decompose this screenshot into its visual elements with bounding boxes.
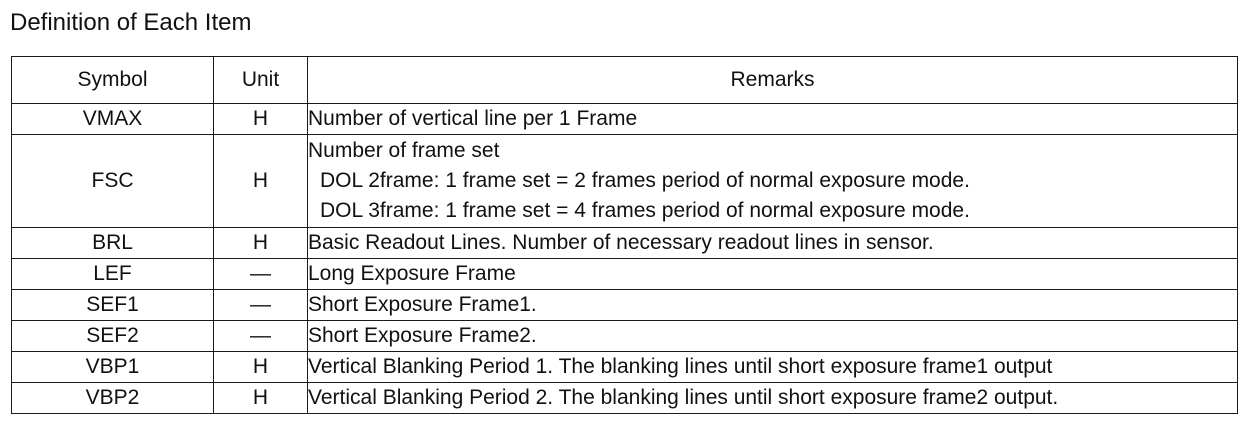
header-unit: Unit [213, 56, 308, 104]
cell-remarks: Short Exposure Frame1. [307, 289, 1238, 321]
remarks-line: DOL 2frame: 1 frame set = 2 frames perio… [320, 169, 970, 192]
cell-unit: — [213, 289, 308, 321]
table-row: LEF — Long Exposure Frame [11, 258, 1238, 290]
cell-symbol: SEF1 [11, 289, 214, 321]
table-header-row: Symbol Unit Remarks [11, 56, 1238, 104]
cell-symbol: LEF [11, 258, 214, 290]
table-row: VMAX H Number of vertical line per 1 Fra… [11, 103, 1238, 135]
remarks-line: Number of vertical line per 1 Frame [308, 107, 638, 130]
cell-remarks: Number of vertical line per 1 Frame [307, 103, 1238, 135]
cell-symbol: VMAX [11, 103, 214, 135]
cell-symbol: BRL [11, 227, 214, 259]
remarks-line: Short Exposure Frame2. [308, 324, 537, 347]
remarks-line: Vertical Blanking Period 2. The blanking… [308, 386, 1059, 409]
cell-remarks: Long Exposure Frame [307, 258, 1238, 290]
cell-remarks: Vertical Blanking Period 2. The blanking… [307, 382, 1238, 414]
header-remarks: Remarks [307, 56, 1238, 104]
cell-symbol: SEF2 [11, 320, 214, 352]
definition-table: Symbol Unit Remarks VMAX H Number of ver… [11, 56, 1238, 414]
cell-unit: — [213, 258, 308, 290]
cell-symbol: VBP1 [11, 351, 214, 383]
remarks-line: Basic Readout Lines. Number of necessary… [308, 231, 934, 254]
table-row: SEF1 — Short Exposure Frame1. [11, 289, 1238, 321]
remarks-line: Long Exposure Frame [308, 262, 516, 285]
header-symbol: Symbol [11, 56, 214, 104]
table-row: SEF2 — Short Exposure Frame2. [11, 320, 1238, 352]
remarks-line: DOL 3frame: 1 frame set = 4 frames perio… [320, 199, 970, 222]
cell-unit: — [213, 320, 308, 352]
table-row: BRL H Basic Readout Lines. Number of nec… [11, 227, 1238, 259]
document-title: Definition of Each Item [10, 9, 252, 36]
remarks-line: Number of frame set [308, 139, 500, 162]
cell-remarks: Short Exposure Frame2. [307, 320, 1238, 352]
table-row: VBP1 H Vertical Blanking Period 1. The b… [11, 351, 1238, 383]
cell-symbol: VBP2 [11, 382, 214, 414]
cell-unit: H [213, 351, 308, 383]
remarks-line: Short Exposure Frame1. [308, 293, 537, 316]
table-row: VBP2 H Vertical Blanking Period 2. The b… [11, 382, 1238, 414]
cell-remarks: Vertical Blanking Period 1. The blanking… [307, 351, 1238, 383]
cell-unit: H [213, 382, 308, 414]
table-row: FSC H Number of frame set DOL 2frame: 1 … [11, 134, 1238, 228]
cell-unit: H [213, 227, 308, 259]
remarks-line: Vertical Blanking Period 1. The blanking… [308, 355, 1053, 378]
cell-symbol: FSC [11, 134, 214, 228]
cell-unit: H [213, 134, 308, 228]
cell-unit: H [213, 103, 308, 135]
cell-remarks: Number of frame set DOL 2frame: 1 frame … [307, 134, 1238, 228]
cell-remarks: Basic Readout Lines. Number of necessary… [307, 227, 1238, 259]
